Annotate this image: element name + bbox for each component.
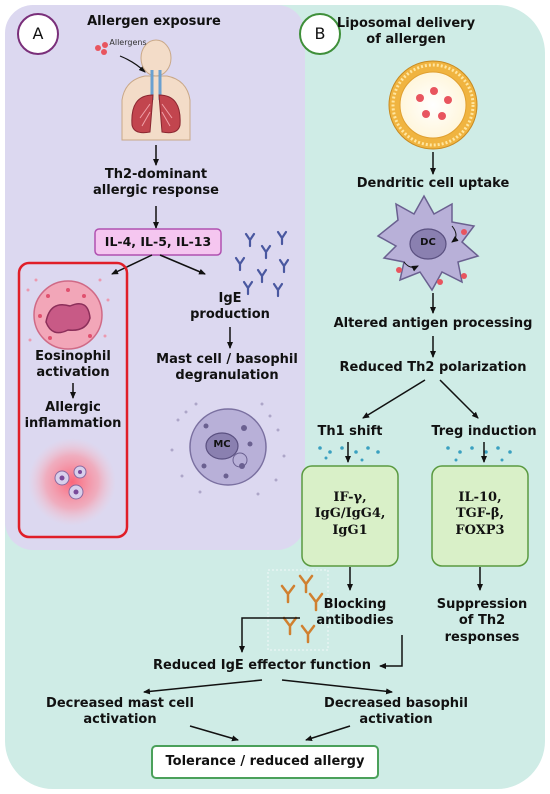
arrow-suppression-to-reduced-ige xyxy=(379,635,403,669)
eosinophil-activation-label: Eosinophil activation xyxy=(35,349,111,381)
badge-b-circle xyxy=(299,13,341,55)
arrow-to-dec-mast xyxy=(143,679,263,695)
treg-box-text: IL-10, TGF-β, FOXP3 xyxy=(455,490,505,538)
dc-uptake-label: Dendritic cell uptake xyxy=(356,176,510,191)
th1-box-text: IF-γ, IgG/IgG4, IgG1 xyxy=(314,490,386,538)
altered-processing-label: Altered antigen processing xyxy=(333,316,533,331)
decreased-mast-cell-label: Decreased mast cell activation xyxy=(46,696,194,728)
cytokines-label: IL-4, IL-5, IL-13 xyxy=(104,234,212,249)
arrow-to-th1 xyxy=(362,379,426,419)
allergens-tag: Allergens xyxy=(109,38,147,47)
arrow-to-ige xyxy=(159,254,206,275)
dc-label: DC xyxy=(420,237,436,248)
arrow-to-eosinophil xyxy=(111,254,153,275)
eosinophil-icon xyxy=(26,278,110,350)
arrow-baso-to-tolerance xyxy=(305,725,351,742)
mast-cell-degranulation-label: Mast cell / basophil degranulation xyxy=(156,352,298,384)
inflammation-icon xyxy=(28,438,116,526)
eosinophil-box xyxy=(17,261,129,539)
tolerance-box xyxy=(151,745,379,779)
igg-antibody-icon xyxy=(267,569,329,651)
ige-antibody-icon xyxy=(234,230,290,298)
tolerance-label: Tolerance / reduced allergy xyxy=(165,754,365,769)
badge-a-label: A xyxy=(32,24,44,43)
th2-response-label: Th2-dominant allergic response xyxy=(93,167,219,199)
arrow-blocking-to-reduced-ige xyxy=(239,617,300,653)
badge-b-label: B xyxy=(314,24,326,43)
arrow-to-dec-baso xyxy=(281,679,393,695)
mast-cell-label: MC xyxy=(213,439,231,450)
allergen-particles xyxy=(95,42,108,55)
reduced-th2-label: Reduced Th2 polarization xyxy=(339,360,527,375)
treg-induction-label: Treg induction xyxy=(431,424,537,439)
allergen-inhalation-arrow xyxy=(119,55,146,73)
allergic-inflammation-label: Allergic inflammation xyxy=(24,400,122,432)
mast-cell-icon xyxy=(170,402,286,496)
th1-shift-label: Th1 shift xyxy=(317,424,383,439)
badge-a-circle xyxy=(17,13,59,55)
blocking-antibodies-label: Blocking antibodies xyxy=(316,597,394,629)
treg-box xyxy=(431,465,529,567)
arrow-mast-to-tolerance xyxy=(189,725,239,742)
th1-box xyxy=(301,465,399,567)
decreased-basophil-label: Decreased basophil activation xyxy=(324,696,468,728)
liposome-icon xyxy=(388,60,478,150)
allergen-exposure-title: Allergen exposure xyxy=(87,14,221,29)
lungs-icon xyxy=(121,39,191,141)
reduced-ige-label: Reduced IgE effector function xyxy=(153,658,371,673)
dendritic-cell-icon xyxy=(376,194,480,292)
cytokine-dots xyxy=(318,446,512,462)
arrow-to-treg xyxy=(439,379,479,419)
ige-production-label: IgE production xyxy=(190,291,270,323)
liposomal-delivery-title: Liposomal delivery of allergen xyxy=(336,16,476,48)
cytokine-box xyxy=(94,228,222,256)
suppression-label: Suppression of Th2 responses xyxy=(436,597,528,645)
